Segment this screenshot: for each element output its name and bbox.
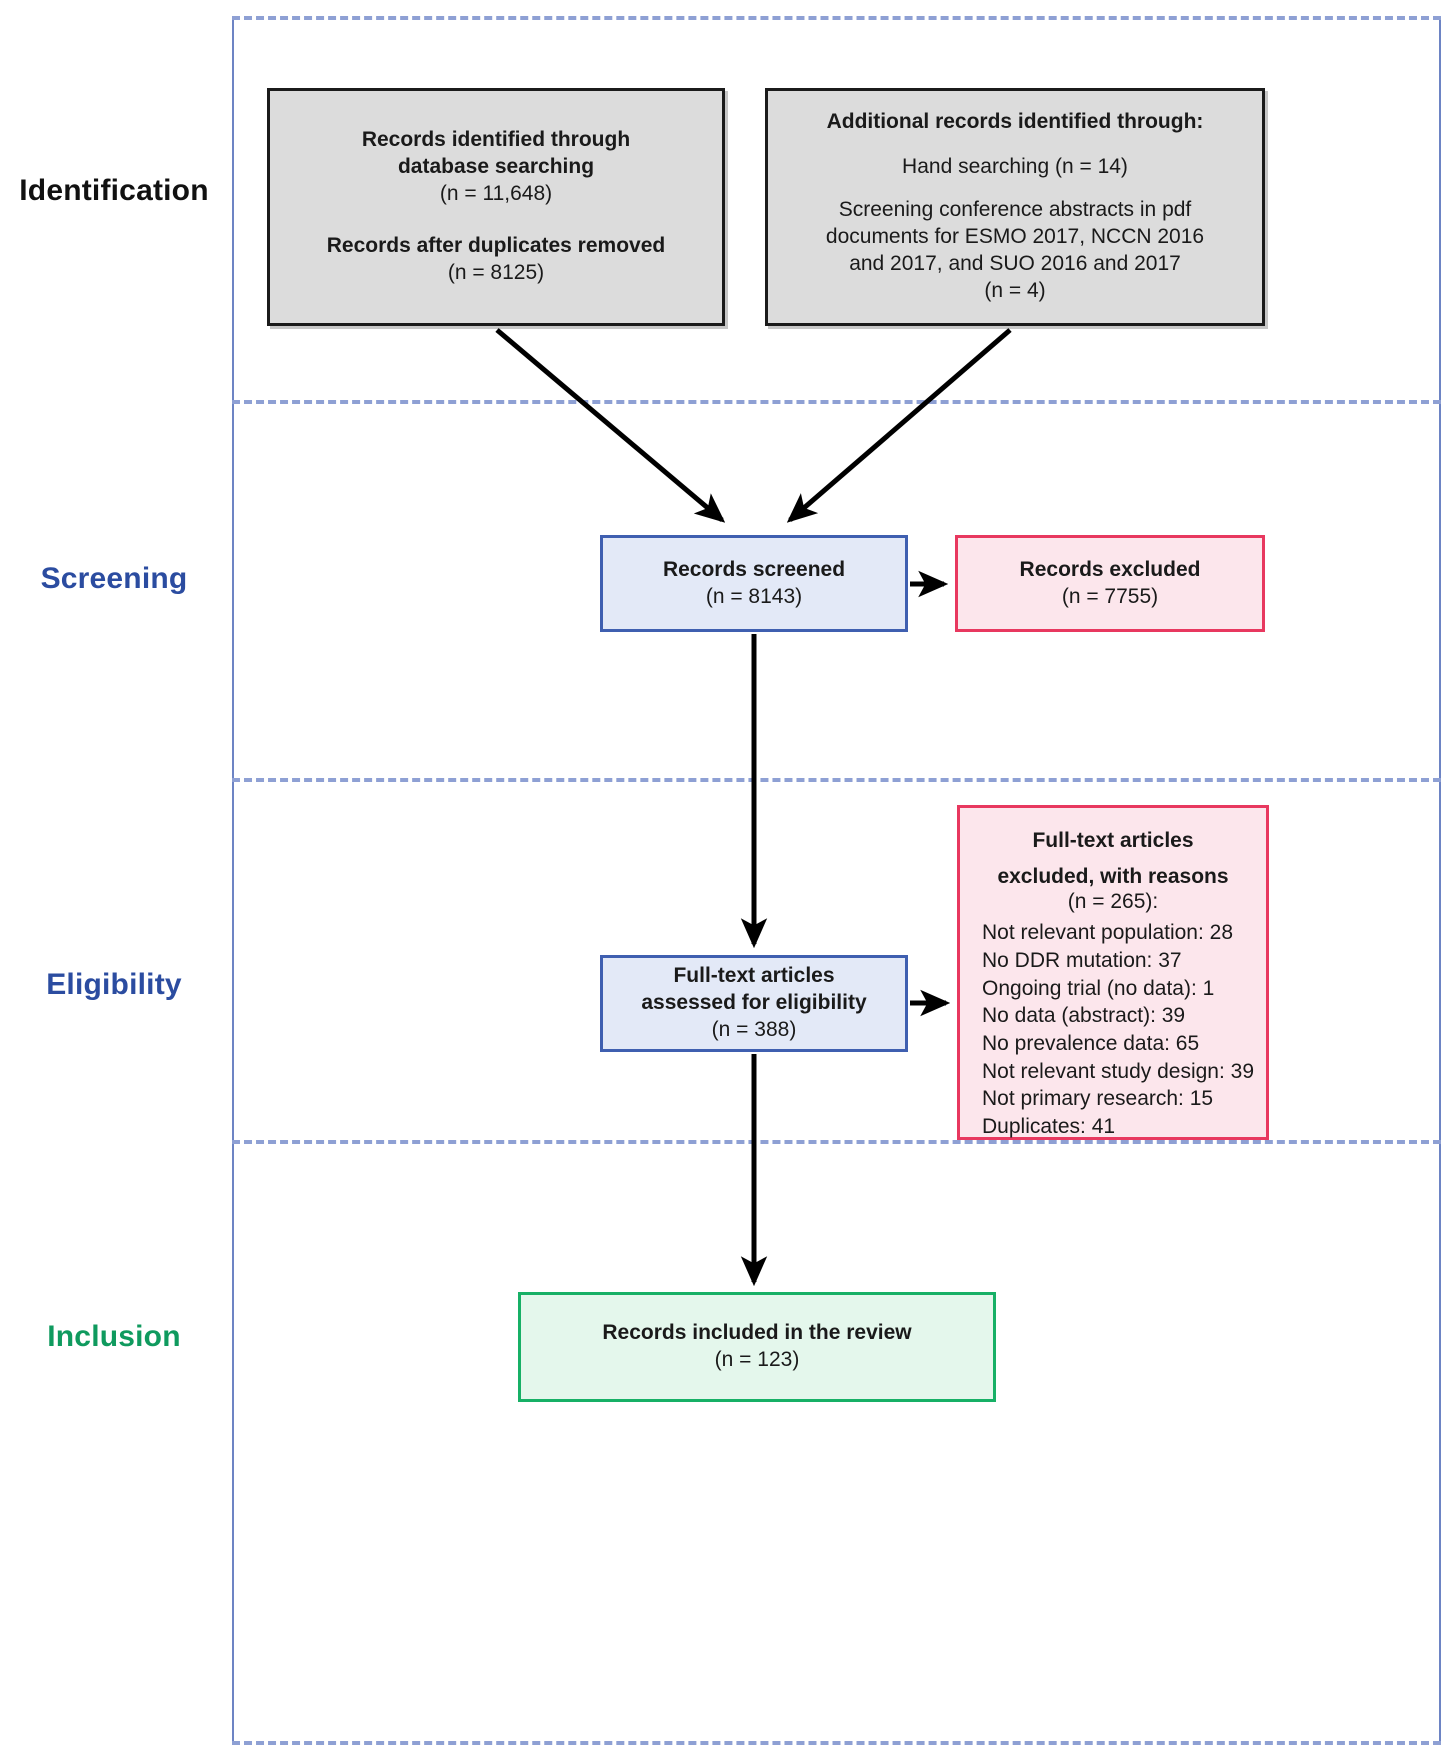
divider-identification-screening — [232, 400, 1441, 404]
stage-label-screening: Screening — [40, 562, 188, 595]
box-additional-records: Additional records identified through: H… — [765, 88, 1265, 326]
database-search-line2: database searching — [397, 154, 595, 178]
exclusion-reason: Not primary research: 15 — [982, 1087, 1214, 1111]
exclusion-reason: Duplicates: 41 — [982, 1115, 1116, 1139]
database-search-line1: Records identified through — [361, 127, 631, 151]
additional-records-conference-line2: documents for ESMO 2017, NCCN 2016 — [825, 225, 1205, 248]
records-excluded-count: (n = 7755) — [1061, 584, 1159, 608]
additional-records-conference-line3: and 2017, and SUO 2016 and 2017 — [849, 251, 1181, 275]
arrow-database-to-screened — [495, 328, 726, 523]
additional-records-hand-searching: Hand searching (n = 14) — [902, 155, 1128, 179]
box-full-text-excluded: Full-text articles excluded, with reason… — [957, 805, 1269, 1140]
database-search-count: (n = 11,648) — [439, 181, 553, 205]
arrow-additional-to-screened — [786, 328, 1012, 523]
full-text-assessed-line2: assessed for eligibility — [641, 991, 867, 1015]
records-screened-title: Records screened — [662, 557, 846, 581]
records-excluded-title: Records excluded — [1019, 557, 1201, 581]
exclusion-reason: No data (abstract): 39 — [982, 1004, 1186, 1028]
full-text-excluded-count: (n = 265): — [1067, 890, 1159, 914]
full-text-assessed-count: (n = 388) — [711, 1017, 797, 1041]
divider-bottom — [232, 1741, 1441, 1745]
additional-records-conference-count: (n = 4) — [984, 278, 1046, 302]
exclusion-reasons-list: Not relevant population: 28 No DDR mutat… — [972, 919, 1254, 1141]
box-records-included: Records included in the review (n = 123) — [518, 1292, 996, 1402]
additional-records-heading: Additional records identified through: — [826, 110, 1204, 134]
right-border-line — [1439, 16, 1441, 1741]
full-text-excluded-line1: Full-text articles — [1032, 829, 1194, 852]
stage-label-identification: Identification — [19, 174, 209, 207]
exclusion-reason: No prevalence data: 65 — [982, 1031, 1200, 1055]
records-after-duplicates-count: (n = 8125) — [447, 261, 545, 285]
exclusion-reason: No DDR mutation: 37 — [982, 948, 1182, 972]
divider-top — [232, 16, 1441, 20]
box-records-screened: Records screened (n = 8143) — [600, 535, 908, 632]
exclusion-reason: Ongoing trial (no data): 1 — [982, 976, 1215, 1000]
divider-eligibility-inclusion — [232, 1140, 1441, 1144]
full-text-excluded-line2: excluded, with reasons — [997, 864, 1229, 888]
divider-screening-eligibility — [232, 778, 1441, 782]
box-records-excluded: Records excluded (n = 7755) — [955, 535, 1265, 632]
stage-label-inclusion: Inclusion — [47, 1320, 181, 1353]
box-database-search: Records identified through database sear… — [267, 88, 725, 326]
records-included-count: (n = 123) — [714, 1348, 800, 1371]
exclusion-reason: Not relevant population: 28 — [982, 921, 1234, 945]
records-screened-count: (n = 8143) — [705, 584, 803, 608]
additional-records-conference-line1: Screening conference abstracts in pdf — [838, 198, 1192, 222]
left-border-line — [232, 16, 234, 1741]
box-full-text-assessed: Full-text articles assessed for eligibil… — [600, 955, 908, 1052]
full-text-assessed-line1: Full-text articles — [673, 964, 835, 988]
records-included-title: Records included in the review — [602, 1321, 912, 1345]
stage-label-eligibility: Eligibility — [46, 968, 182, 1001]
records-after-duplicates-label: Records after duplicates removed — [326, 234, 666, 258]
exclusion-reason: Not relevant study design: 39 — [982, 1059, 1254, 1083]
